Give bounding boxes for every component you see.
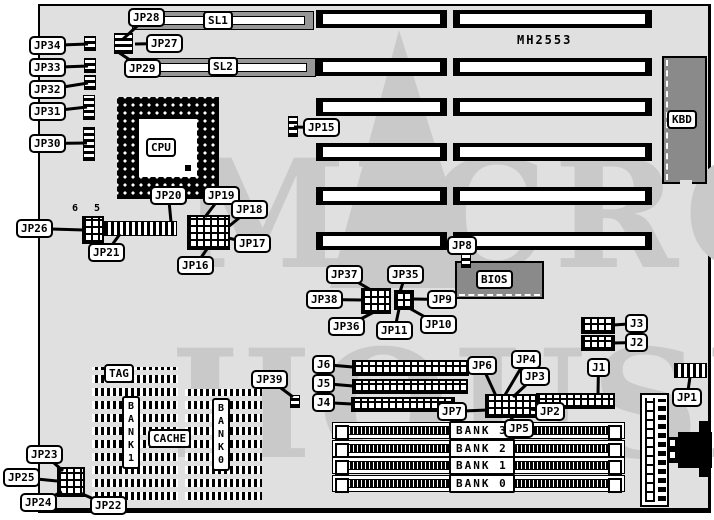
part-number: MH2553: [517, 33, 573, 47]
jumper-callout-label: JP39: [251, 370, 288, 389]
tag-label: TAG: [104, 364, 134, 383]
isa-slot: [316, 143, 447, 161]
j2-header: [581, 335, 615, 351]
isa-slot: [453, 58, 652, 76]
simm-bank-label: BANK 0: [449, 474, 515, 493]
jumper-callout-label: JP34: [29, 36, 66, 55]
jumper-callout-label: JP28: [128, 8, 165, 27]
jumper-callout-label: JP17: [234, 234, 271, 253]
jumper-callout-label: JP6: [467, 356, 497, 375]
jp9-jp10-jp11-jp35-jumper-block: [394, 290, 414, 310]
power-connector-pins: [645, 398, 655, 502]
din-connector-step: [699, 421, 709, 432]
jumper-callout-label: JP2: [535, 402, 565, 421]
keyboard-din-connector: [678, 432, 712, 468]
jumper-callout-label: JP18: [231, 200, 268, 219]
jumper-callout-label: JP10: [420, 315, 457, 334]
simm-slot: BANK 1: [332, 456, 625, 475]
bios-label: BIOS: [476, 270, 513, 289]
jp16-jp17-jp18-jp19-jumper-block: [187, 215, 230, 250]
din-connector-tab: [668, 437, 680, 463]
power-connector-tabs: [658, 399, 666, 501]
jumper-callout-label: JP36: [328, 317, 365, 336]
jumper-callout-label: JP16: [177, 256, 214, 275]
isa-slot: [316, 10, 447, 28]
jumper-callout-label: JP22: [90, 496, 127, 515]
jumper-callout-label: JP1: [672, 388, 702, 407]
jumper-callout-label: JP27: [146, 34, 183, 53]
isa-slot: [453, 232, 652, 250]
isa-slot: [453, 187, 652, 205]
jumper-callout-label: JP20: [150, 186, 187, 205]
jumper-callout-label: JP8: [447, 236, 477, 255]
jumper-callout-label: J2: [625, 333, 649, 352]
pin-number: 5: [94, 203, 101, 214]
isa-slot: [453, 10, 652, 28]
jumper-callout-label: JP9: [427, 290, 457, 309]
jumper-callout-label: JP7: [437, 402, 467, 421]
jumper-callout-label: JP29: [124, 59, 161, 78]
jumper-callout-label: JP26: [16, 219, 53, 238]
pin-number: 6: [72, 203, 79, 214]
sl2-label: SL2: [208, 57, 238, 76]
jumper-callout-label: JP24: [20, 493, 57, 512]
cache-bank1-label: B A N K 1: [122, 396, 141, 469]
cache-label: CACHE: [148, 429, 192, 448]
jumper-callout-label: J5: [312, 374, 336, 393]
jp20-jp21-jumper-strip: [104, 221, 177, 236]
isa-slot: [316, 58, 447, 76]
jumper-callout-label: J6: [312, 355, 336, 374]
jumper-callout-label: JP21: [88, 243, 125, 262]
jumper-callout-label: JP25: [3, 468, 40, 487]
j3-header: [581, 317, 615, 334]
sl1-label: SL1: [203, 11, 233, 30]
jumper-callout-label: JP15: [303, 118, 340, 137]
jumper-callout-label: JP31: [29, 102, 66, 121]
jp22-jp25-jumper-block: [57, 467, 85, 497]
cpu-label: CPU: [146, 138, 176, 157]
jumper-callout-label: J3: [625, 314, 649, 333]
isa-slot: [316, 187, 447, 205]
simm-slot: BANK 0: [332, 474, 625, 493]
jumper-callout-label: JP30: [29, 134, 66, 153]
isa-slot: [316, 98, 447, 116]
jumper-callout-label: JP5: [504, 419, 534, 438]
jp39-jumper: [290, 395, 300, 408]
jumper-callout-label: JP37: [326, 265, 363, 284]
isa-slot: [316, 232, 447, 250]
jumper-callout-label: JP33: [29, 58, 66, 77]
cache-bank0-label: B A N K 0: [212, 398, 231, 471]
watermark-text-micro: MICRO: [180, 127, 714, 303]
kbd-label: KBD: [667, 110, 697, 129]
jumper-callout-label: JP11: [376, 321, 413, 340]
jumper-callout-label: JP23: [26, 445, 63, 464]
jumper-callout-label: J4: [312, 393, 336, 412]
isa-slot: [453, 143, 652, 161]
jumper-callout-label: JP38: [306, 290, 343, 309]
isa-slot: [453, 98, 652, 116]
jumper-callout-label: JP35: [387, 265, 424, 284]
jumper-callout-label: JP32: [29, 80, 66, 99]
jumper-callout-label: J1: [587, 358, 611, 377]
din-connector-step: [699, 468, 709, 477]
jumper-callout-label: JP3: [520, 367, 550, 386]
